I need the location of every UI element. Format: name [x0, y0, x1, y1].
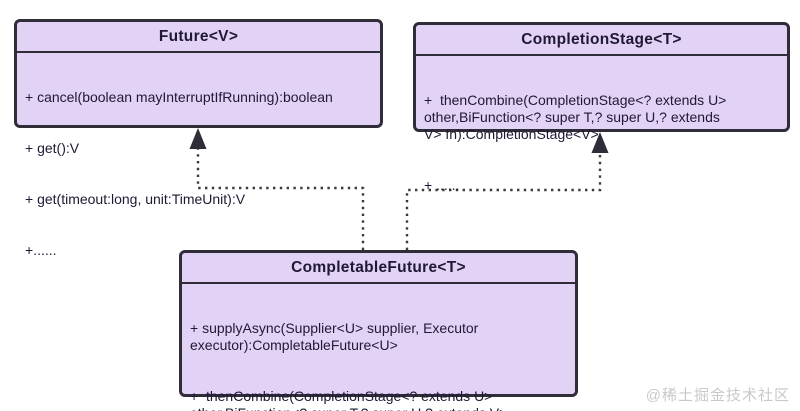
method-item: + thenCombine(CompletionStage<? extends … — [424, 92, 727, 142]
dashed-line — [405, 152, 602, 250]
dashed-line — [196, 148, 365, 250]
method-item: + get():V — [25, 140, 80, 156]
class-title: CompletableFuture<T> — [182, 253, 575, 284]
method-item: + cancel(boolean mayInterruptIfRunning):… — [25, 89, 333, 105]
class-box-completablefuture: CompletableFuture<T> + supplyAsync(Suppl… — [179, 250, 578, 411]
realization-arrow-to-future — [189, 128, 365, 250]
method-item: + thenCombine(CompletionStage<? extends … — [190, 388, 507, 411]
class-title: Future<V> — [17, 22, 380, 53]
class-box-completionstage: CompletionStage<T> + thenCombine(Complet… — [413, 22, 790, 193]
method-item: + supplyAsync(Supplier<U> supplier, Exec… — [190, 320, 479, 353]
class-members: + supplyAsync(Supplier<U> supplier, Exec… — [182, 284, 575, 411]
watermark: @稀土掘金技术社区 — [645, 387, 790, 404]
class-box-future: Future<V> + cancel(boolean mayInterruptI… — [14, 19, 383, 258]
method-item: +...... — [25, 242, 57, 258]
method-item: + get(timeout:long, unit:TimeUnit):V — [25, 191, 246, 207]
arrowhead-up-icon — [591, 132, 609, 153]
realization-arrow-to-completionstage — [405, 132, 609, 250]
class-members: + thenCombine(CompletionStage<? extends … — [416, 56, 787, 230]
class-members: + cancel(boolean mayInterruptIfRunning):… — [17, 53, 380, 295]
arrowhead-up-icon — [189, 128, 207, 149]
class-title: CompletionStage<T> — [416, 25, 787, 56]
method-item: + ...... — [424, 177, 460, 193]
